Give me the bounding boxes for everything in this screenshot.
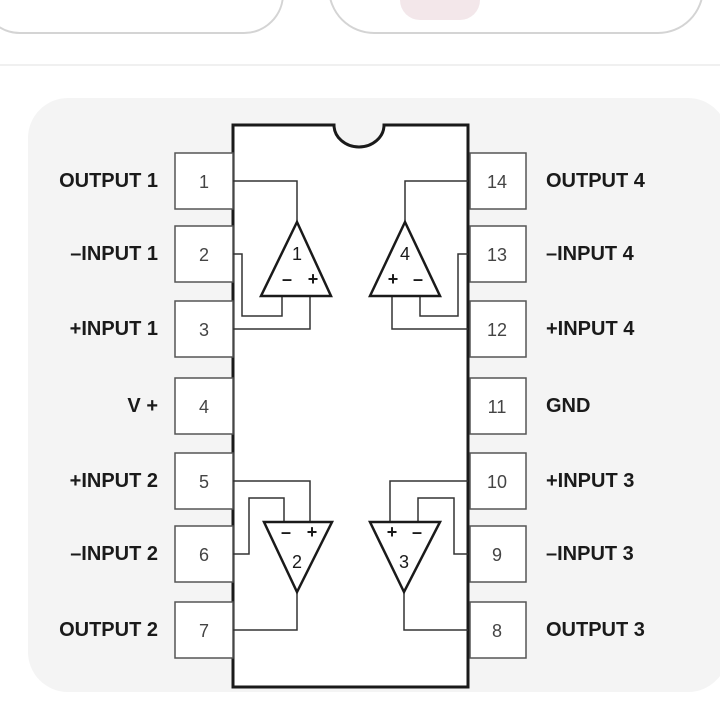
pin-4-box	[174, 377, 234, 435]
op-amp-2-sign-1: –	[281, 522, 291, 542]
wire-3	[233, 296, 311, 330]
pin-2-number: 2	[199, 245, 209, 265]
amplifier-group: 1–+2–+3+–4+–	[259, 219, 443, 595]
pin-10-label: +INPUT 3	[546, 470, 635, 492]
pin-5-number: 5	[199, 472, 209, 492]
wire-7	[233, 497, 285, 555]
pin-1-box	[174, 152, 234, 210]
pin-13-number: 13	[487, 245, 507, 265]
pin-11-number: 11	[488, 397, 507, 417]
pin-9-number: 9	[492, 545, 502, 565]
pin-11-box	[469, 377, 527, 435]
pin-11-label: GND	[546, 395, 591, 417]
op-amp-3-triangle	[368, 520, 443, 595]
pin-13-box	[469, 225, 527, 283]
wire-9	[233, 592, 298, 631]
pin-9-label: –INPUT 3	[546, 543, 634, 565]
op-amp-3-number: 3	[399, 552, 409, 572]
op-amp-1-sign-2: +	[308, 269, 319, 289]
op-amp-2: 2–+	[262, 520, 335, 595]
op-amp-4-number: 4	[400, 244, 410, 264]
op-amp-2-number: 2	[292, 552, 302, 572]
card-thumbnail	[400, 0, 480, 20]
op-amp-3-sign-2: –	[412, 522, 422, 542]
wire-1	[233, 180, 298, 222]
pin-6-label: –INPUT 2	[70, 543, 158, 565]
wire-4	[404, 180, 468, 222]
pin-6-box	[174, 525, 234, 583]
pin-14-label: OUTPUT 4	[546, 170, 645, 192]
pin-7-box	[174, 601, 234, 659]
op-amp-3-sign-1: +	[387, 522, 398, 542]
op-amp-2-triangle	[262, 520, 335, 595]
op-amp-4-sign-2: –	[413, 269, 423, 289]
pin-3-label: +INPUT 1	[69, 318, 158, 340]
op-amp-1-triangle	[259, 219, 333, 298]
pin-5-label: +INPUT 2	[69, 470, 158, 492]
wire-6	[391, 296, 468, 330]
pin-6-number: 6	[199, 545, 209, 565]
pin-3-box	[174, 300, 234, 358]
pin-2-box	[174, 225, 234, 283]
pin-10-number: 10	[487, 472, 507, 492]
op-amp-1-number: 1	[292, 244, 302, 264]
pin-7-number: 7	[199, 621, 209, 641]
pin-4-number: 4	[199, 397, 209, 417]
pin-8-label: OUTPUT 3	[546, 619, 645, 641]
wire-10	[417, 497, 468, 555]
wire-5	[419, 253, 468, 317]
op-amp-4-triangle	[368, 219, 442, 298]
pin-1-number: 1	[199, 172, 209, 192]
op-amp-1: 1–+	[259, 219, 333, 298]
wire-11	[389, 480, 468, 522]
divider	[0, 64, 720, 66]
pin-12-label: +INPUT 4	[546, 318, 635, 340]
op-amp-1-sign-1: –	[282, 269, 292, 289]
pin-1-label: OUTPUT 1	[59, 170, 158, 192]
wire-12	[403, 592, 468, 631]
pin-4-label: V +	[127, 395, 158, 417]
pin-8-number: 8	[492, 621, 502, 641]
pin-13-label: –INPUT 4	[546, 243, 634, 265]
wire-2	[233, 253, 283, 317]
top-card-left[interactable]	[0, 0, 284, 34]
op-amp-4: 4+–	[368, 219, 442, 298]
wire-8	[233, 480, 311, 522]
pin-2-label: –INPUT 1	[70, 243, 158, 265]
pin-12-number: 12	[487, 320, 507, 340]
pin-8-box	[469, 601, 527, 659]
top-card-right[interactable]	[328, 0, 704, 34]
pin-3-number: 3	[199, 320, 209, 340]
pin-7-label: OUTPUT 2	[59, 619, 158, 641]
pin-10-box	[469, 452, 527, 510]
pin-14-number: 14	[487, 172, 507, 192]
op-amp-3: 3+–	[368, 520, 443, 595]
op-amp-2-sign-2: +	[307, 522, 318, 542]
op-amp-4-sign-1: +	[388, 269, 399, 289]
pin-14-box	[469, 152, 527, 210]
pin-12-box	[469, 300, 527, 358]
chip-body	[231, 123, 470, 689]
wire-group	[233, 180, 468, 631]
pin-9-box	[469, 525, 527, 583]
